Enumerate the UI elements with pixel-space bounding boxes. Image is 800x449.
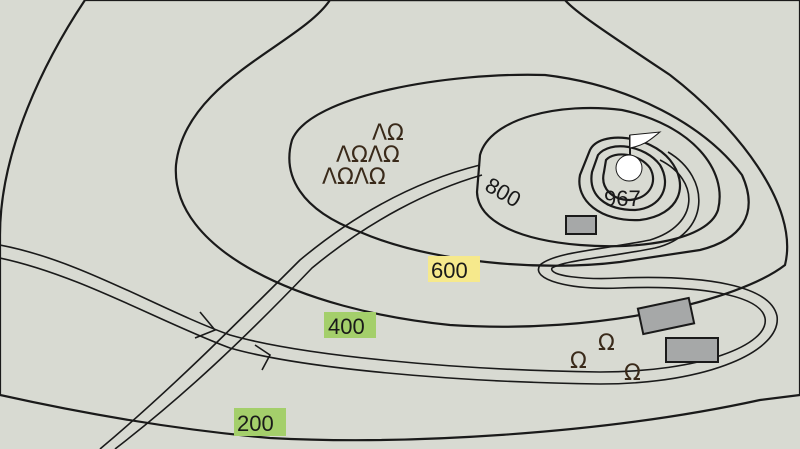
contour-label-400: 400 — [328, 314, 365, 339]
summit-flag-icon — [615, 131, 662, 182]
rock-symbol-row: ΛΩΛΩ — [336, 143, 400, 168]
contour-band-400 — [174, 0, 789, 328]
contour-label-200: 200 — [237, 411, 274, 436]
summit-elevation-label: 967 — [604, 186, 641, 211]
vegetation-symbols: Ω Ω Ω — [570, 331, 641, 386]
vegetation-symbol: Ω — [570, 349, 587, 374]
road-network — [0, 151, 778, 449]
summit-marker — [615, 154, 643, 182]
rock-symbols: ΛΩ ΛΩΛΩ ΛΩΛΩ — [322, 121, 404, 190]
contour-label-600: 600 — [431, 258, 468, 283]
rock-symbol-row: ΛΩ — [372, 121, 404, 146]
vegetation-symbol: Ω — [598, 331, 615, 356]
contour-band-800 — [475, 106, 721, 248]
building — [565, 215, 597, 235]
buildings — [565, 215, 719, 363]
building — [636, 296, 696, 336]
building — [665, 337, 719, 363]
vegetation-symbol: Ω — [624, 361, 641, 386]
rock-symbol-row: ΛΩΛΩ — [322, 165, 386, 190]
